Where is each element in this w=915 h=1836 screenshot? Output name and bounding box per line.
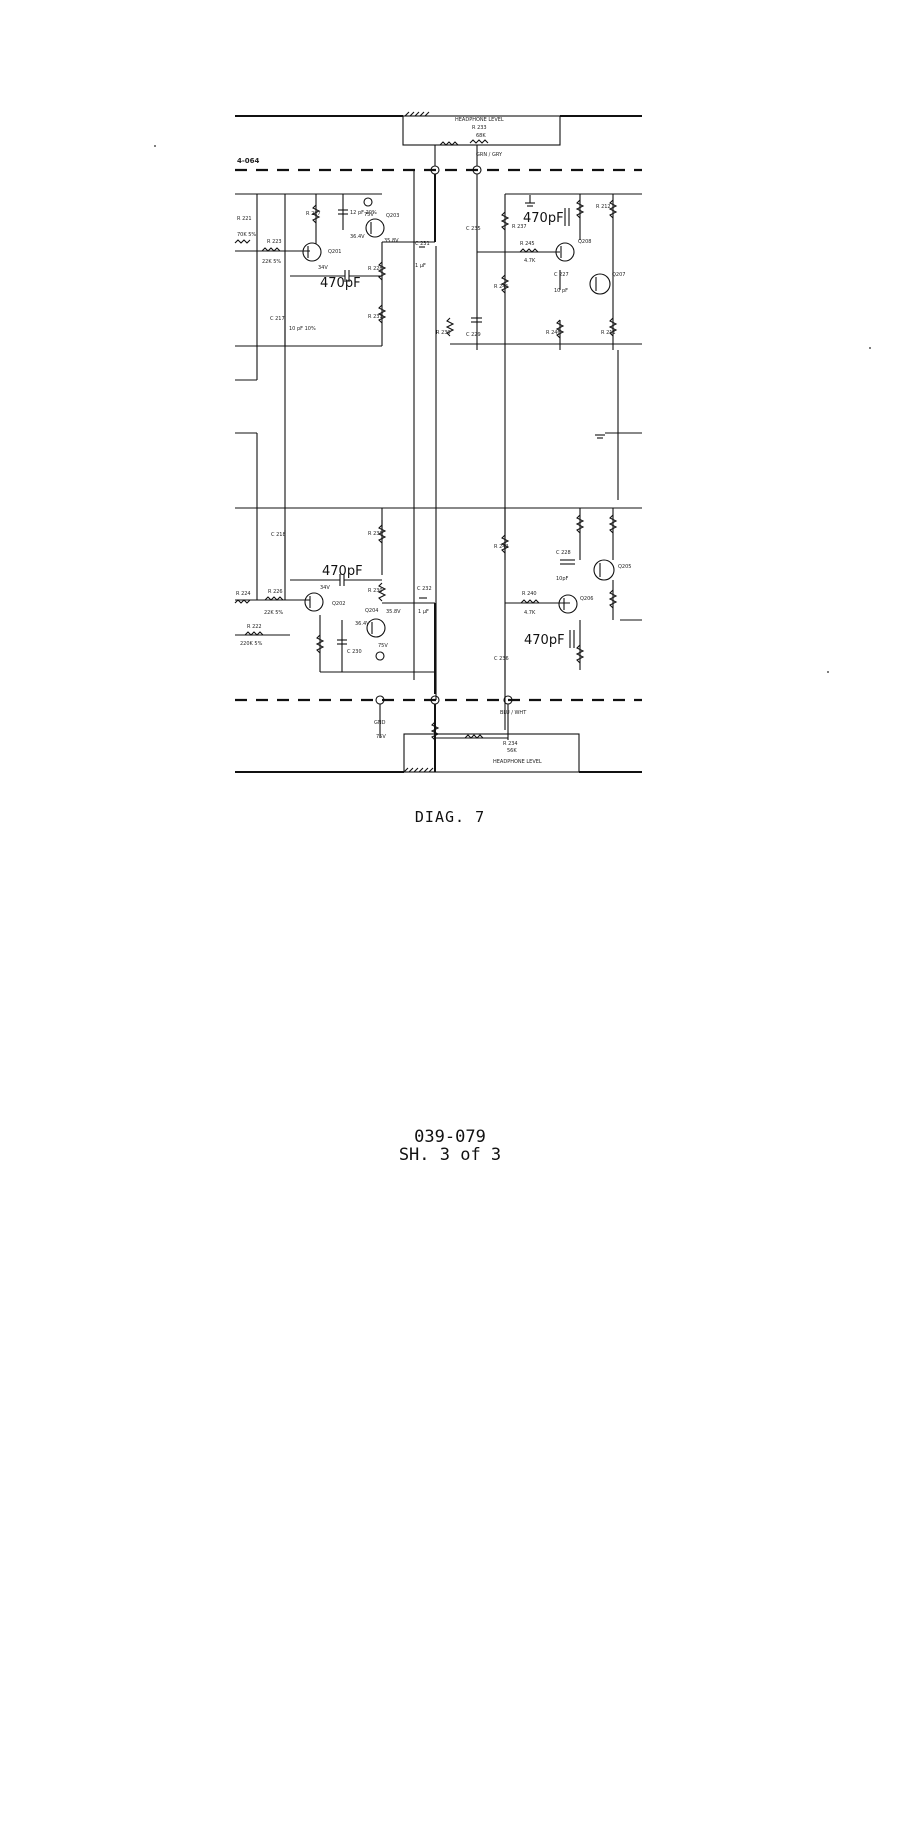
svg-text:R 238: R 238	[368, 531, 383, 537]
diagram-caption: DIAG. 7	[414, 808, 486, 826]
svg-text:C 231: C 231	[415, 241, 430, 247]
svg-text:75V: 75V	[378, 643, 388, 649]
svg-text:35.8V: 35.8V	[386, 609, 401, 615]
cap-470pf-b: 470pF	[523, 211, 564, 226]
transistor-q206	[558, 594, 578, 614]
svg-text:R 230: R 230	[368, 588, 383, 594]
lower-right-amp: R 242 R 240 4.7K Q206 Q205 C 228 10pF 47…	[494, 508, 642, 680]
svg-text:12 pF 20%: 12 pF 20%	[350, 210, 377, 216]
svg-text:R 242: R 242	[494, 544, 509, 550]
svg-text:22K 5%: 22K 5%	[262, 259, 281, 265]
svg-text:75V: 75V	[364, 212, 374, 218]
svg-text:10pF: 10pF	[556, 576, 569, 582]
upper-right-amp: C 235 R 237 470pF R 245 4.7K Q208 Q207 C…	[436, 174, 642, 730]
headphone-level-box-bottom: R 234 56K HEADPHONE LEVEL	[235, 704, 642, 773]
cap-470pf-a: 470pF	[320, 276, 361, 291]
upper-left-amp: R 221 70K 5% R 223 22K 5% Q201 34V 470pF…	[234, 174, 436, 381]
cap-470pf-d: 470pF	[524, 633, 565, 648]
svg-text:10 pF 10%: 10 pF 10%	[289, 326, 316, 332]
svg-text:R 227: R 227	[306, 211, 321, 217]
svg-text:R 231: R 231	[368, 314, 383, 320]
svg-text:Q204: Q204	[365, 608, 378, 614]
svg-text:R 240: R 240	[522, 591, 537, 597]
cap-470pf-c: 470pF	[322, 564, 363, 579]
headphone-level-box-top: HEADPHONE LEVEL R 233 68K GRN / GRY	[235, 111, 642, 158]
svg-text:R 246: R 246	[546, 330, 561, 336]
svg-text:C 228: C 228	[556, 550, 571, 556]
svg-text:10 pF: 10 pF	[554, 288, 568, 294]
section-ref: 4-064	[237, 157, 260, 165]
svg-text:R 224: R 224	[236, 591, 251, 597]
svg-text:R 221: R 221	[237, 216, 252, 222]
svg-text:Q206: Q206	[580, 596, 593, 602]
svg-text:1 µF: 1 µF	[415, 263, 426, 269]
svg-text:Q208: Q208	[578, 239, 591, 245]
speck	[827, 671, 829, 673]
svg-text:1 µF: 1 µF	[418, 609, 429, 615]
svg-text:36.4V: 36.4V	[355, 621, 370, 627]
schematic-diagram: HEADPHONE LEVEL R 233 68K GRN / GRY 4-06…	[154, 111, 871, 773]
svg-text:70K 5%: 70K 5%	[237, 232, 256, 238]
transistor-q204	[366, 618, 386, 638]
svg-text:C 229: C 229	[466, 332, 481, 338]
svg-text:4.7K: 4.7K	[524, 258, 536, 264]
svg-text:36.4V: 36.4V	[350, 234, 365, 240]
svg-text:75V: 75V	[376, 734, 386, 740]
svg-text:4.7K: 4.7K	[524, 610, 536, 616]
svg-text:C 217: C 217	[270, 316, 285, 322]
svg-text:R 234: R 234	[503, 741, 518, 747]
svg-text:R 228: R 228	[368, 266, 383, 272]
svg-text:R 233: R 233	[472, 125, 487, 131]
sheet-number: SH. 3 of 3	[398, 1145, 502, 1165]
transistor-q208	[555, 242, 575, 262]
svg-text:68K: 68K	[476, 133, 486, 139]
svg-text:220K 5%: 220K 5%	[240, 641, 263, 647]
svg-text:R 222: R 222	[247, 624, 262, 630]
svg-text:R 211: R 211	[601, 330, 616, 336]
svg-text:C 230: C 230	[347, 649, 362, 655]
transistor-q202	[304, 592, 324, 612]
transistor-q201	[302, 242, 322, 262]
svg-text:56K: 56K	[507, 748, 517, 754]
headphone-level-bottom-label: HEADPHONE LEVEL	[493, 759, 542, 765]
svg-text:R 223: R 223	[267, 239, 282, 245]
svg-text:GND: GND	[374, 720, 386, 726]
speck	[154, 145, 156, 147]
transistor-q205	[593, 559, 615, 581]
svg-text:Q201: Q201	[328, 249, 341, 255]
headphone-level-top-label: HEADPHONE LEVEL	[455, 117, 504, 123]
svg-text:GRN / GRY: GRN / GRY	[476, 152, 503, 158]
svg-text:BLU / WHT: BLU / WHT	[500, 710, 527, 716]
lower-left-amp: C 218 R 224 R 226 22K 5% R 222 220K 5% Q…	[234, 520, 436, 694]
svg-text:C 232: C 232	[417, 586, 432, 592]
svg-text:R 212: R 212	[596, 204, 611, 210]
svg-text:R 239: R 239	[436, 330, 451, 336]
svg-text:C 235: C 235	[466, 226, 481, 232]
svg-text:Q207: Q207	[612, 272, 625, 278]
svg-text:C 236: C 236	[494, 656, 509, 662]
speck	[869, 347, 871, 349]
svg-text:C 227: C 227	[554, 272, 569, 278]
svg-text:R 237: R 237	[512, 224, 527, 230]
transistor-q207	[589, 273, 611, 295]
svg-text:Q202: Q202	[332, 601, 345, 607]
svg-text:Q203: Q203	[386, 213, 399, 219]
document-number: 039-079	[414, 1127, 486, 1147]
svg-text:22K 5%: 22K 5%	[264, 610, 283, 616]
svg-text:34V: 34V	[320, 585, 330, 591]
transistor-q203	[365, 218, 385, 238]
svg-text:C 218: C 218	[271, 532, 286, 538]
svg-text:35.8V: 35.8V	[384, 238, 399, 244]
svg-text:R 245: R 245	[520, 241, 535, 247]
svg-text:R 241: R 241	[494, 284, 509, 290]
svg-text:Q205: Q205	[618, 564, 631, 570]
svg-text:34V: 34V	[318, 265, 328, 271]
svg-text:R 226: R 226	[268, 589, 283, 595]
